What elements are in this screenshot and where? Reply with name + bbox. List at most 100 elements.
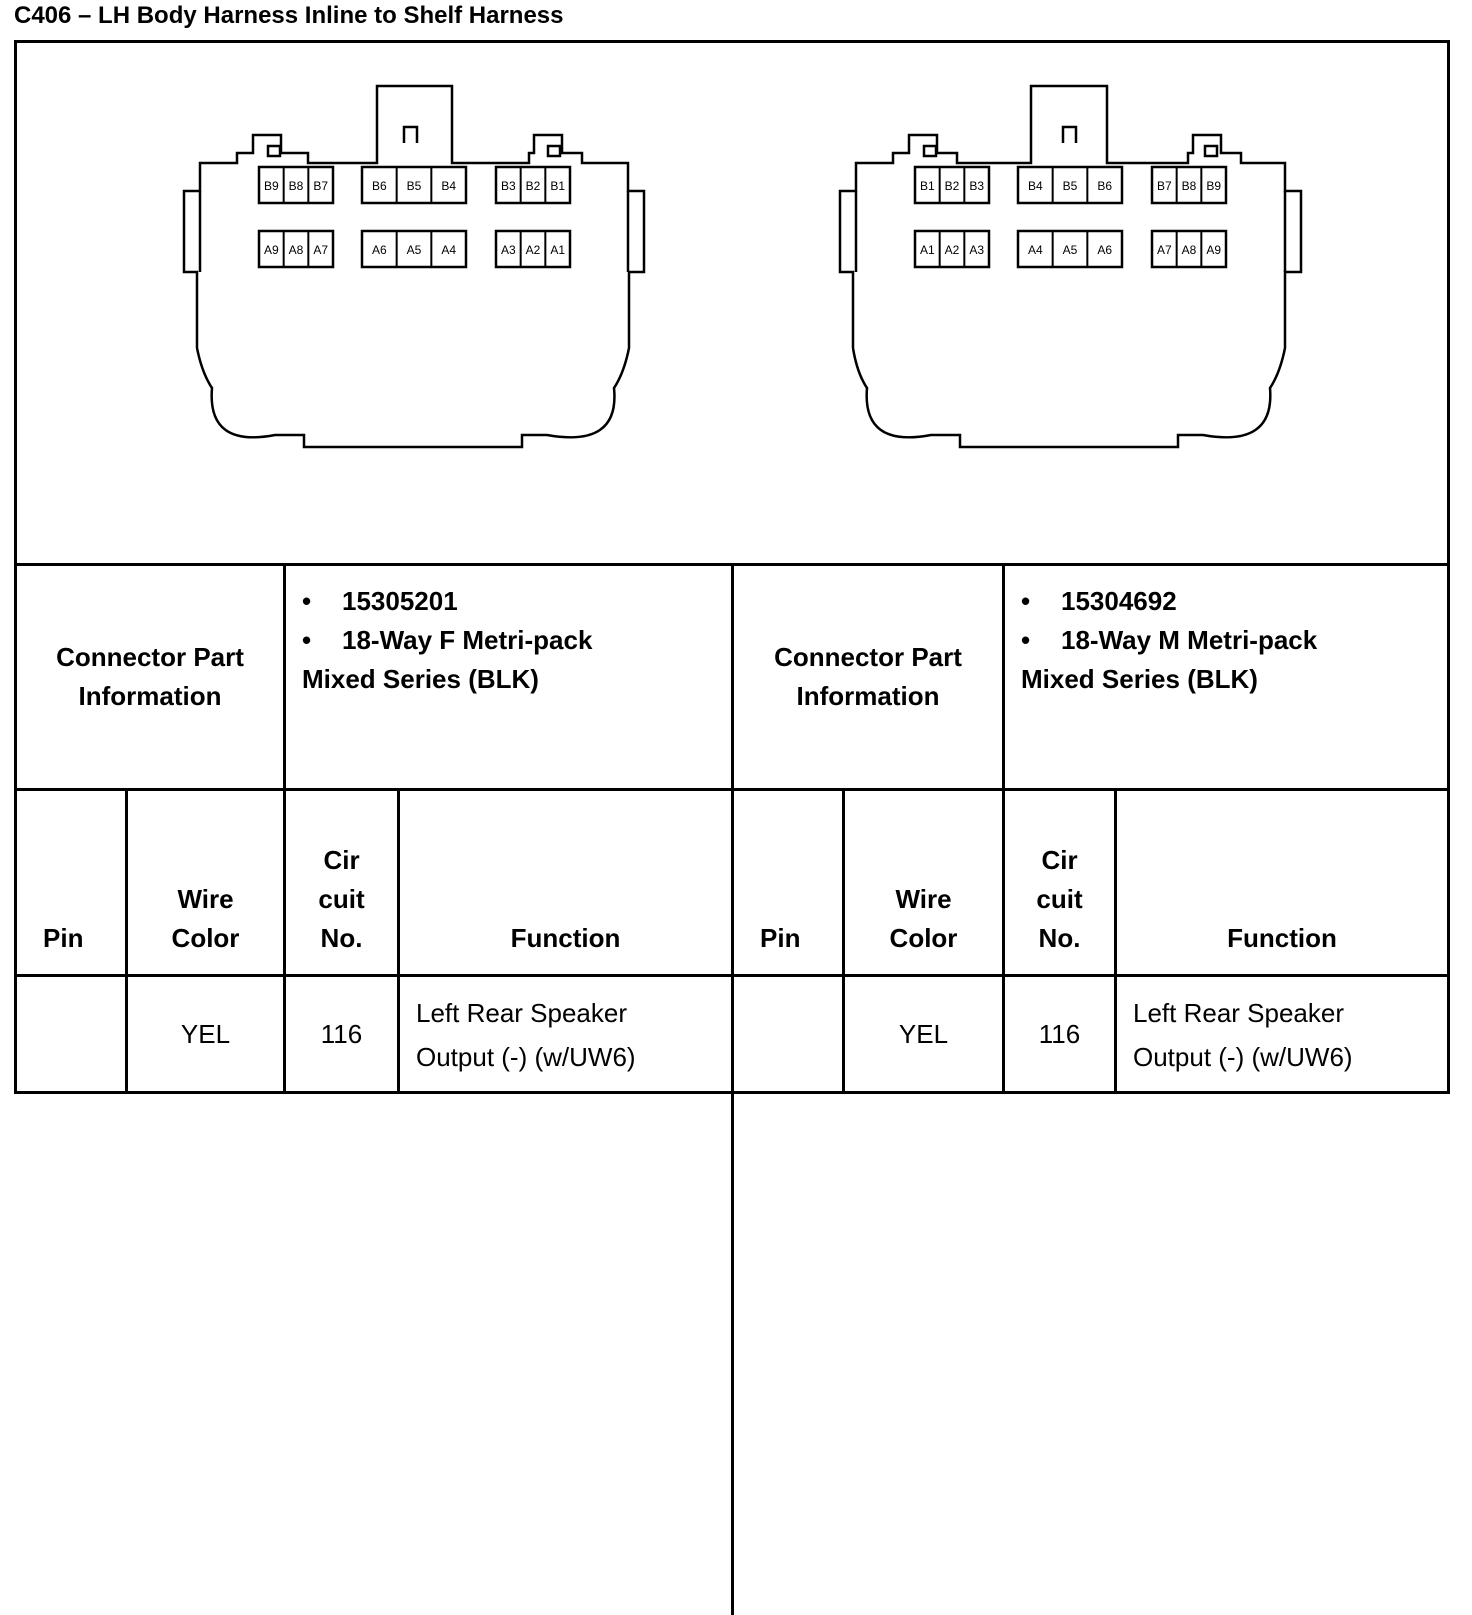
pin-label: B1 [920, 179, 935, 193]
pin-label: B3 [501, 179, 516, 193]
pin-label: B3 [969, 179, 984, 193]
pin-label: B4 [441, 179, 456, 193]
pin-label: A7 [1157, 243, 1172, 257]
bullet-icon: • [1021, 625, 1031, 655]
info-label-line: Connector Part [56, 642, 244, 672]
cell-pin-right [734, 977, 842, 1092]
pin-label: B8 [1182, 179, 1197, 193]
header-text: Color [889, 923, 958, 953]
pin-label: A1 [550, 243, 565, 257]
pin-label: A5 [407, 243, 422, 257]
page-title: C406 – LH Body Harness Inline to Shelf H… [14, 2, 564, 29]
pin-label: A3 [501, 243, 516, 257]
header-text: No. [320, 923, 363, 953]
header-text: Pin [760, 923, 801, 953]
part-description: 18-Way M Metri-pack [1061, 625, 1318, 655]
pin-label: B2 [945, 179, 960, 193]
cell-text: YEL [180, 1019, 231, 1049]
header-text: No. [1038, 923, 1081, 953]
pin-group [1016, 229, 1124, 269]
part-number: 15304692 [1061, 586, 1177, 616]
cell-pin-left [17, 977, 125, 1092]
pin-label: A8 [1182, 243, 1197, 257]
cell-text: 116 [1038, 1019, 1081, 1049]
pin-label: B5 [1063, 179, 1078, 193]
part-description: Mixed Series (BLK) [1021, 664, 1258, 694]
cell-wire-color-right: YEL [845, 977, 1002, 1092]
info-label-line: Information [796, 681, 940, 711]
bullet-icon: • [302, 586, 312, 616]
header-circuit-right: Cir cuit No. [1005, 791, 1114, 974]
pin-group [1150, 229, 1228, 269]
pin-label: B9 [1206, 179, 1221, 193]
header-pin-right: Pin [734, 791, 842, 974]
pin-group [1016, 165, 1124, 205]
pin-label: A5 [1063, 243, 1078, 257]
pin-group [360, 229, 468, 269]
pin-group [257, 165, 335, 205]
header-text: Wire [177, 884, 234, 914]
pin-label: B7 [1157, 179, 1172, 193]
header-circuit-left: Cir cuit No. [286, 791, 397, 974]
pin-label: B6 [1097, 179, 1112, 193]
pin-label: A8 [289, 243, 304, 257]
part-number: 15305201 [342, 586, 458, 616]
pin-label: A6 [1097, 243, 1112, 257]
header-text: cuit [318, 884, 365, 914]
header-text: Function [1227, 923, 1337, 953]
pin-label: A2 [526, 243, 541, 257]
connector-info-label-left: Connector Part Information [17, 566, 283, 788]
cell-circuit-left: 116 [286, 977, 397, 1092]
pin-group [913, 165, 991, 205]
pin-label: A4 [441, 243, 456, 257]
pin-group [913, 229, 991, 269]
info-label-line: Connector Part [774, 642, 962, 672]
cell-text: Output (-) (w/UW6) [1133, 1041, 1353, 1072]
header-text: cuit [1036, 884, 1083, 914]
header-text: Cir [323, 845, 360, 875]
header-function-left: Function [400, 791, 731, 974]
pin-label: B6 [372, 179, 387, 193]
pin-label: B7 [313, 179, 328, 193]
connector-left-outline [182, 84, 646, 449]
connector-part-info-right: •15304692 •18-Way M Metri-pack Mixed Ser… [1005, 566, 1447, 788]
cell-text: YEL [898, 1019, 949, 1049]
header-text: Wire [895, 884, 952, 914]
pin-group [494, 165, 572, 205]
cell-text: Left Rear Speaker [416, 997, 628, 1028]
part-description: 18-Way F Metri-pack [342, 625, 593, 655]
cell-function-right: Left Rear Speaker Output (-) (w/UW6) [1117, 977, 1447, 1092]
header-text: Cir [1041, 845, 1078, 875]
pin-label: B4 [1028, 179, 1043, 193]
pin-label: A2 [945, 243, 960, 257]
pin-label: A9 [264, 243, 279, 257]
pin-label: A9 [1206, 243, 1221, 257]
connector-part-info-left: • 15305201 • 18-Way F Metri-pack Mixed Ser… [286, 566, 731, 788]
pin-label: B2 [526, 179, 541, 193]
pin-label: B9 [264, 179, 279, 193]
pin-label: B8 [289, 179, 304, 193]
cell-circuit-right: 116 [1005, 977, 1114, 1092]
bullet-icon: • [302, 625, 312, 655]
header-pin-left: Pin [17, 791, 125, 974]
part-description: Mixed Series (BLK) [302, 664, 539, 694]
pin-group [257, 229, 335, 269]
pin-group [494, 229, 572, 269]
header-text: Color [171, 923, 240, 953]
pin-label: A7 [313, 243, 328, 257]
pin-group [1150, 165, 1228, 205]
pin-label: B1 [550, 179, 565, 193]
cell-function-left: Left Rear Speaker Output (-) (w/UW6) [400, 977, 731, 1092]
pin-label: A4 [1028, 243, 1043, 257]
header-wire-color-left: Wire Color [128, 791, 283, 974]
info-label-line: Information [78, 681, 222, 711]
header-text: Function [510, 923, 621, 953]
cell-text: Output (-) (w/UW6) [416, 1041, 636, 1072]
pin-label: A6 [372, 243, 387, 257]
pin-group [360, 165, 468, 205]
connector-info-label-right: Connector Part Information [734, 566, 1002, 788]
connector-right-outline [838, 84, 1303, 449]
